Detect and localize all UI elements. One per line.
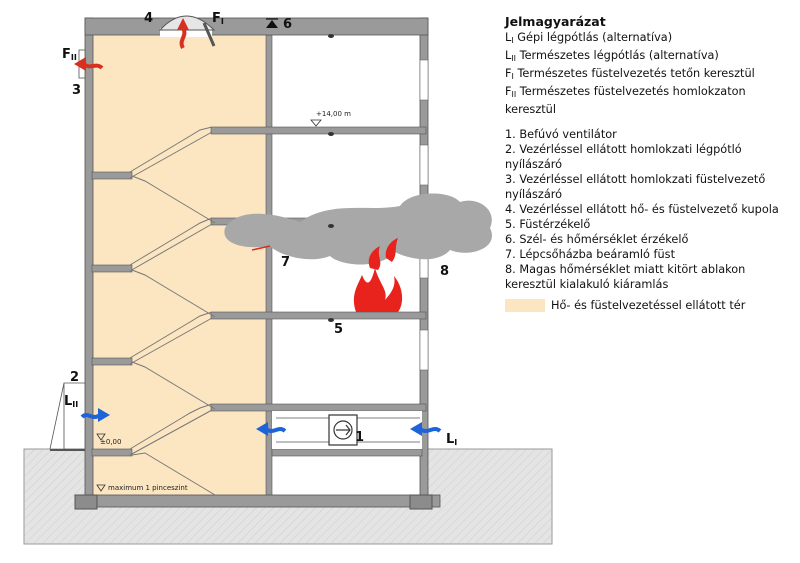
roof-slab <box>84 17 429 36</box>
smoke-vent-dome <box>158 15 216 31</box>
legend-entry-lii: LII Természetes légpótlás (alternatíva) <box>505 49 719 63</box>
legend-item-8: 8. Magas hőmérséklet miatt kitört ablako… <box>505 263 746 291</box>
label-7: 7 <box>281 255 290 270</box>
label-fii: FII <box>62 47 77 62</box>
level-top: +14,00 m <box>316 110 351 118</box>
legend-entry-li: LI Gépi légpótlás (alternatíva) <box>505 31 673 45</box>
left-wall <box>84 17 94 501</box>
legend-item-4: 4. Vezérléssel ellátott hő- és füstelvez… <box>505 203 779 216</box>
smoke-cloud <box>224 193 492 265</box>
label-1: 1 <box>355 430 364 445</box>
legend-swatch-row: Hő- és füstelvezetéssel ellátott tér <box>505 298 795 313</box>
floor-slabs <box>91 126 427 457</box>
label-li: LI <box>446 432 457 447</box>
label-5: 5 <box>334 322 343 337</box>
airflow-arrows <box>74 18 442 436</box>
legend-item-2: 2. Vezérléssel ellátott homlokzati légpó… <box>505 143 742 171</box>
legend: Jelmagyarázat LI Gépi légpótlás (alterna… <box>505 14 795 313</box>
level-zero: ±0,00 <box>100 438 121 446</box>
label-3: 3 <box>72 83 81 98</box>
legend-swatch <box>505 299 545 312</box>
label-lii: LII <box>64 394 78 409</box>
stair-flights <box>129 126 216 496</box>
label-fi: FI <box>212 11 224 26</box>
fire <box>353 238 403 312</box>
legend-entry-fii: FII Természetes füstelvezetés homlokzato… <box>505 85 746 116</box>
legend-item-1: 1. Befúvó ventilátor <box>505 128 617 141</box>
legend-item-6: 6. Szél- és hőmérséklet érzékelő <box>505 233 689 246</box>
wind-sensor <box>266 20 278 28</box>
label-2: 2 <box>70 370 79 385</box>
label-8: 8 <box>440 264 449 279</box>
legend-item-3: 3. Vezérléssel ellátott homlokzati füste… <box>505 173 766 201</box>
smoke-detectors <box>328 34 334 322</box>
label-6: 6 <box>283 17 292 32</box>
legend-title: Jelmagyarázat <box>505 14 606 29</box>
basement-label: maximum 1 pinceszint <box>108 484 188 492</box>
legend-item-5: 5. Füstérzékelő <box>505 218 591 231</box>
label-4: 4 <box>144 11 153 26</box>
legend-swatch-label: Hő- és füstelvezetéssel ellátott tér <box>551 299 746 312</box>
legend-item-7: 7. Lépcsőházba beáramló füst <box>505 248 675 261</box>
legend-entry-fi: FI Természetes füstelvezetés tetőn keres… <box>505 67 755 81</box>
